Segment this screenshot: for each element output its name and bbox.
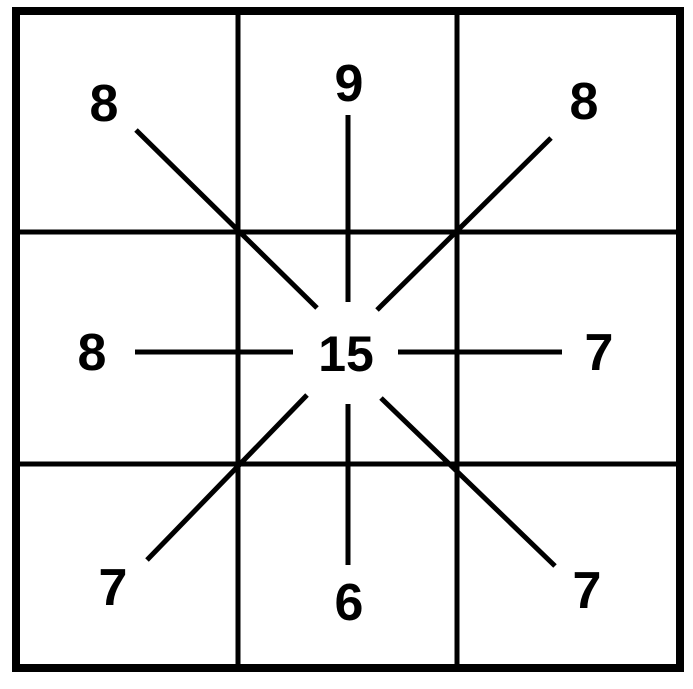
connector-top-right	[375, 136, 553, 312]
value-bottom-left: 7	[99, 559, 128, 617]
value-top-right: 8	[570, 73, 599, 131]
value-bottom-right: 7	[573, 562, 602, 620]
value-bottom: 6	[335, 574, 364, 632]
connector-top-left	[134, 128, 319, 310]
value-top: 9	[335, 55, 364, 113]
connector-bottom-right	[379, 396, 557, 568]
value-top-left: 8	[90, 75, 119, 133]
value-center: 15	[318, 326, 374, 382]
connector-bottom-left	[145, 393, 309, 562]
value-left: 8	[78, 324, 107, 382]
value-right: 7	[585, 324, 614, 382]
